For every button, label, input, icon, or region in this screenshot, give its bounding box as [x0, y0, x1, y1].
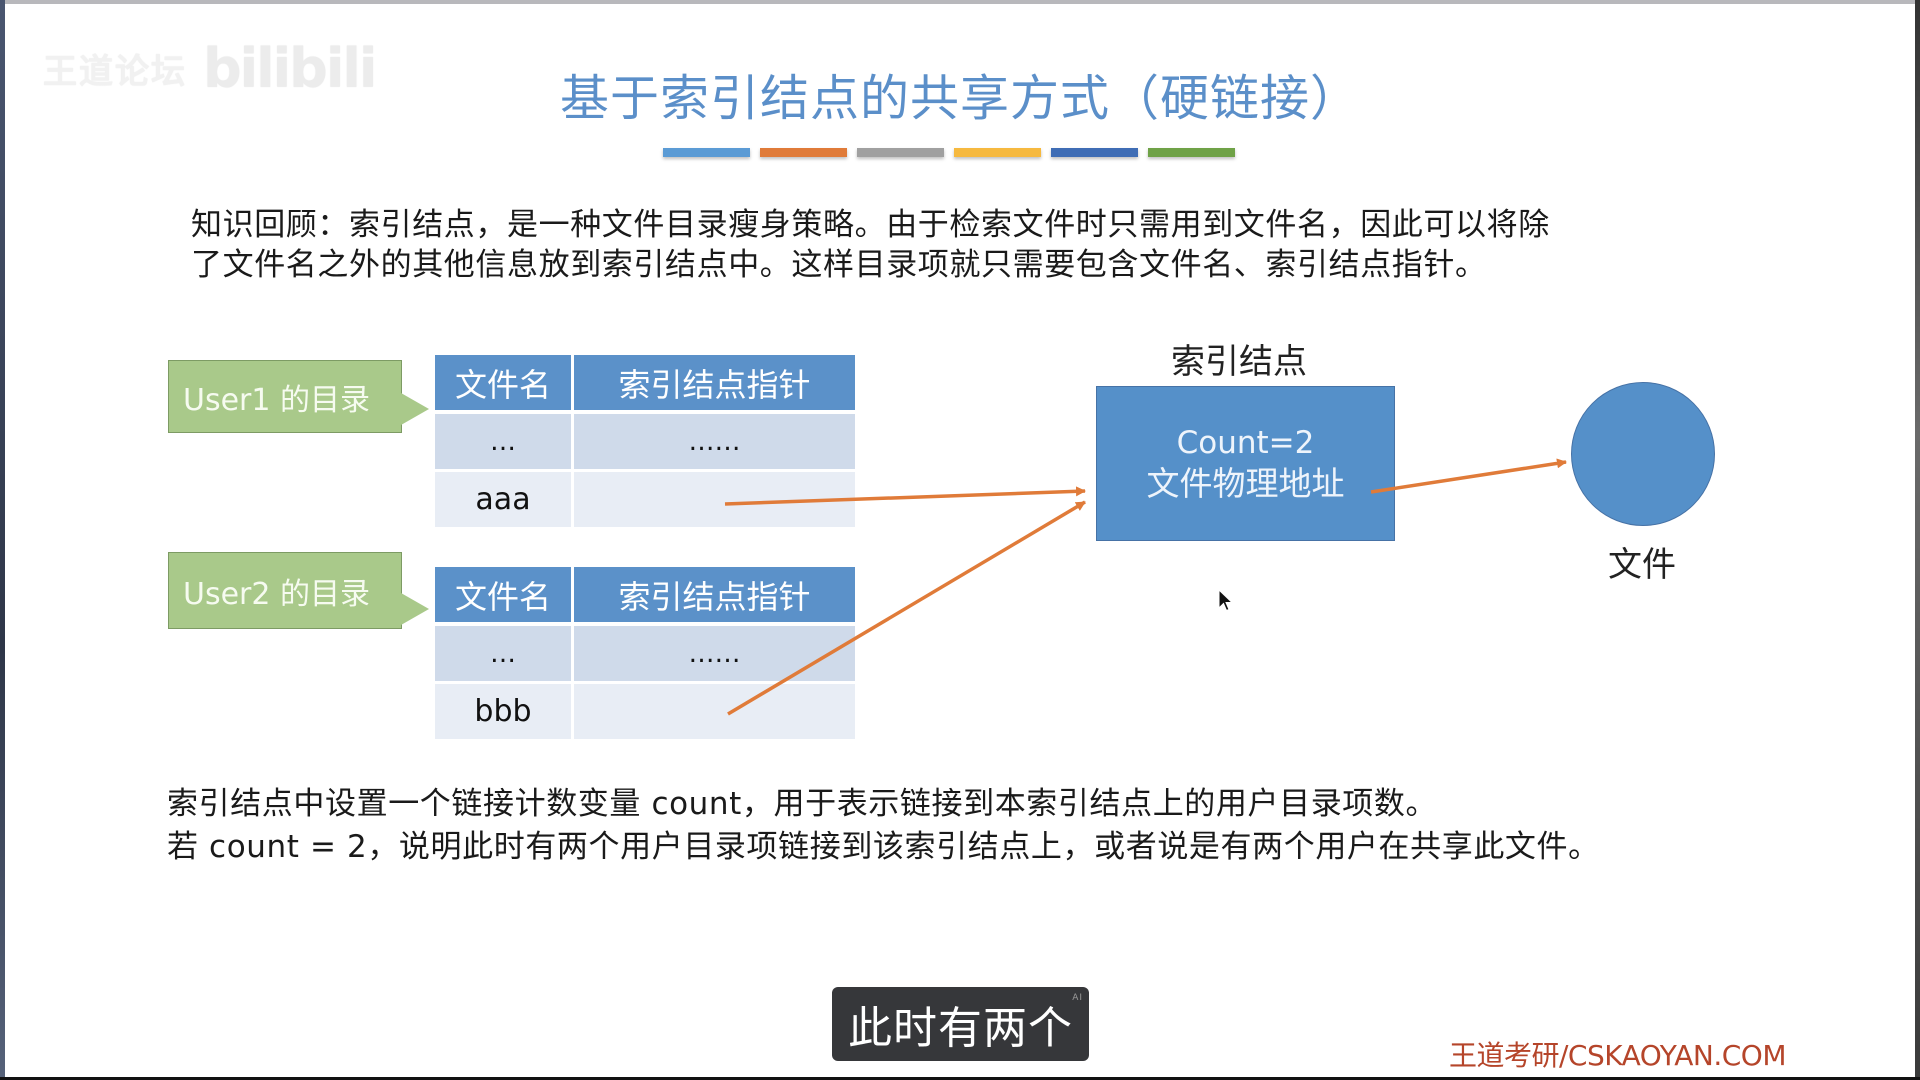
explanation-line-1: 索引结点中设置一个链接计数变量 count，用于表示链接到本索引结点上的用户目录…: [167, 786, 1438, 822]
footer-brand: 王道考研/CSKAOYAN.COM: [1449, 1039, 1786, 1072]
video-subtitle: 此时有两个 AI: [832, 987, 1089, 1061]
user2-header-filename: 文件名: [435, 567, 571, 622]
window-left-edge: [0, 0, 5, 1080]
arrow-bbb-to-inode: [727, 500, 1086, 716]
title-underline-bars: [663, 148, 1235, 157]
title-bar-5: [1051, 148, 1138, 157]
user2-row2-pointer: [574, 684, 855, 739]
user1-directory-callout: User1 的目录: [168, 360, 402, 433]
ai-subtitle-badge: AI: [1072, 993, 1083, 1003]
inode-box: Count=2 文件物理地址: [1096, 386, 1395, 541]
user2-row1-pointer: ……: [574, 626, 855, 681]
user2-row2-filename: bbb: [435, 684, 571, 739]
user2-header-inode-pointer: 索引结点指针: [574, 567, 855, 622]
user1-callout-pointer: [401, 393, 429, 425]
title-bar-1: [663, 148, 750, 157]
explanation-paragraph: 索引结点中设置一个链接计数变量 count，用于表示链接到本索引结点上的用户目录…: [167, 783, 1600, 869]
file-circle: [1571, 382, 1715, 526]
user2-row1-filename: …: [435, 626, 571, 681]
user2-callout-pointer: [401, 593, 429, 625]
window-top-edge: [0, 0, 1920, 4]
slide-title: 基于索引结点的共享方式（硬链接）: [559, 70, 1360, 127]
watermark-text: 王道论坛: [43, 52, 187, 92]
subtitle-text: 此时有两个: [848, 1003, 1073, 1054]
user1-row2-filename: aaa: [435, 472, 571, 527]
intro-line-2: 了文件名之外的其他信息放到索引结点中。这样目录项就只需要包含文件名、索引结点指针…: [191, 247, 1487, 283]
inode-label: 索引结点: [1171, 342, 1307, 382]
title-bar-2: [760, 148, 847, 157]
user1-row1-filename: …: [435, 414, 571, 469]
intro-line-1: 知识回顾：索引结点，是一种文件目录瘦身策略。由于检索文件时只需用到文件名，因此可…: [191, 207, 1550, 243]
video-slide: 王道论坛 bilibili 基于索引结点的共享方式（硬链接） 知识回顾：索引结点，…: [5, 4, 1915, 1077]
user1-header-filename: 文件名: [435, 355, 571, 410]
explanation-line-2: 若 count = 2，说明此时有两个用户目录项链接到该索引结点上，或者说是有两…: [167, 829, 1600, 865]
arrow-aaa-to-inode: [724, 486, 1086, 506]
window-bottom-edge: [0, 1077, 1920, 1080]
title-bar-3: [857, 148, 944, 157]
title-bar-4: [954, 148, 1041, 157]
mouse-cursor-icon: [1218, 589, 1234, 612]
arrow-inode-to-file: [1370, 458, 1567, 494]
intro-paragraph: 知识回顾：索引结点，是一种文件目录瘦身策略。由于检索文件时只需用到文件名，因此可…: [191, 205, 1550, 285]
user2-callout-label: User2 的目录: [183, 576, 371, 612]
link-arrows: [724, 458, 1567, 716]
bilibili-logo-icon: bilibili: [203, 37, 377, 100]
user1-header-inode-pointer: 索引结点指针: [574, 355, 855, 410]
file-label: 文件: [1608, 545, 1676, 585]
inode-physical-address: 文件物理地址: [1146, 463, 1345, 503]
user1-row1-pointer: ……: [574, 414, 855, 469]
watermark: 王道论坛 bilibili: [43, 37, 377, 100]
title-bar-6: [1148, 148, 1235, 157]
user1-callout-label: User1 的目录: [183, 382, 371, 418]
inode-count: Count=2: [1176, 424, 1315, 461]
user2-directory-callout: User2 的目录: [168, 552, 402, 629]
window-right-edge: [1915, 0, 1920, 1080]
